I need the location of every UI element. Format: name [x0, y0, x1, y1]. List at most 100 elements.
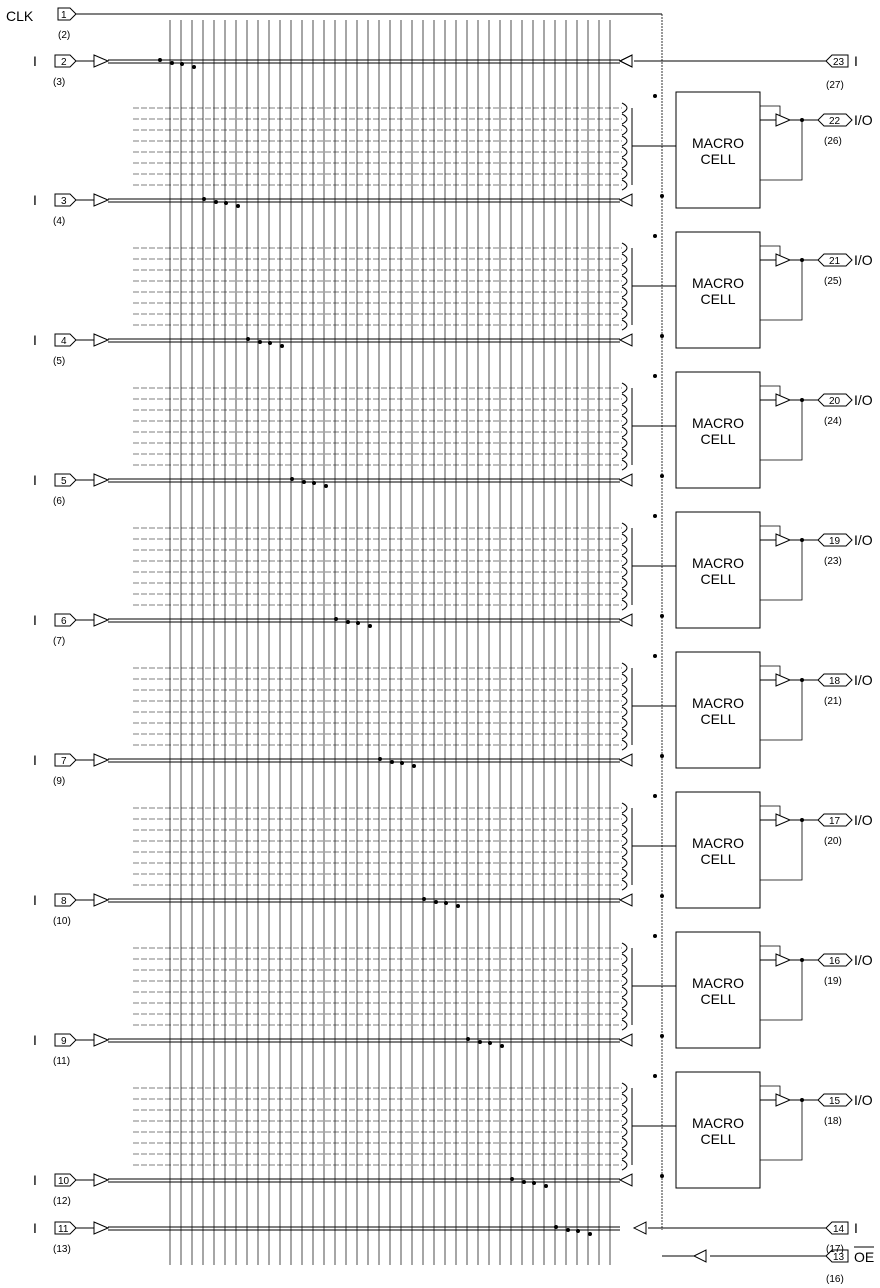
oe-wire [760, 245, 781, 256]
feedback-wire [760, 820, 803, 881]
or-input-icon [621, 522, 628, 534]
bus-dot [653, 514, 657, 518]
io-alt-pin: (20) [824, 836, 842, 847]
junction-dot [202, 197, 206, 201]
input-pin-box [54, 893, 77, 907]
input-label: I [33, 752, 37, 768]
bus-dot [660, 1034, 664, 1038]
macrocell-line1: MACRO [692, 275, 744, 291]
or-input-icon [621, 599, 628, 611]
oe-wire [760, 805, 781, 816]
bus-dot [653, 654, 657, 658]
bus-dot [653, 234, 657, 238]
output-buffer-icon [775, 813, 792, 827]
pin-number-23: 23 [833, 57, 845, 68]
or-input-icon [621, 157, 628, 169]
io-alt-pin: (26) [824, 136, 842, 147]
or-input-icon [621, 264, 628, 276]
output-buffer-icon [775, 113, 792, 127]
feedback-wire [760, 120, 803, 181]
bus-dot [660, 194, 664, 198]
or-input-icon [621, 242, 628, 254]
macrocell-line1: MACRO [692, 415, 744, 431]
bus-dot [653, 934, 657, 938]
or-input-icon [621, 1126, 628, 1138]
input-pin-box [54, 753, 77, 767]
bus-dot [653, 794, 657, 798]
junction-dot [510, 1177, 514, 1181]
pin-label-14: I [854, 1220, 858, 1236]
feedback-buffer-icon [618, 193, 633, 207]
or-input-icon [621, 588, 628, 600]
io-pin-number: 18 [829, 676, 841, 687]
or-input-icon [621, 297, 628, 309]
macrocell-box [675, 931, 761, 1049]
macrocell-line2: CELL [700, 991, 735, 1007]
or-input-icon [621, 544, 628, 556]
macrocell-line1: MACRO [692, 835, 744, 851]
or-input-icon [621, 168, 628, 180]
output-buffer-icon [775, 393, 792, 407]
input-pin-box [54, 193, 77, 207]
io-pin-label: I/O [854, 812, 873, 828]
oe-wire [760, 385, 781, 396]
or-input-icon [621, 846, 628, 858]
junction-dot [422, 897, 426, 901]
junction-dot [356, 621, 360, 625]
or-input-icon [621, 695, 628, 707]
buffer-14-icon [632, 1221, 647, 1235]
clock-label: CLK [6, 8, 34, 24]
pin-box-23 [825, 54, 849, 68]
junction-dot [224, 201, 228, 205]
or-input-icon [621, 404, 628, 416]
or-input-icon [621, 459, 628, 471]
io-alt-pin: (21) [824, 696, 842, 707]
or-input-icon [621, 1093, 628, 1105]
bus-dot [660, 334, 664, 338]
macrocell-line2: CELL [700, 151, 735, 167]
input-label: I [33, 332, 37, 348]
io-pin-label: I/O [854, 532, 873, 548]
io-pin-box [817, 393, 853, 407]
io-pin-number: 21 [829, 256, 841, 267]
macrocell-box [675, 651, 761, 769]
input-buffer-icon [93, 193, 110, 207]
input-buffer-icon [93, 893, 110, 907]
or-input-icon [621, 102, 628, 114]
input-pin-number: 9 [61, 1036, 67, 1047]
or-input-icon [621, 566, 628, 578]
input-label: I [33, 1032, 37, 1048]
io-pin-number: 22 [829, 116, 841, 127]
input-label: I [33, 892, 37, 908]
or-input-icon [621, 555, 628, 567]
input-alt-pin: (6) [53, 496, 65, 507]
bus-dot [660, 474, 664, 478]
input-alt-pin: (9) [53, 776, 65, 787]
macrocell-line2: CELL [700, 291, 735, 307]
input-label: I [33, 53, 37, 69]
feedback-buffer-icon [618, 54, 633, 68]
oe-wire [760, 665, 781, 676]
pin-number-14: 14 [833, 1224, 845, 1235]
io-pin-box [817, 113, 853, 127]
input-pin-number: 11 [58, 1224, 69, 1235]
junction-dot [544, 1184, 548, 1188]
or-input-icon [621, 684, 628, 696]
or-input-icon [621, 1159, 628, 1171]
io-alt-pin: (24) [824, 416, 842, 427]
bus-dot [653, 1074, 657, 1078]
junction-dot [268, 341, 272, 345]
bus-dot [660, 754, 664, 758]
junction-dot [246, 337, 250, 341]
or-input-icon [621, 1115, 628, 1127]
macrocell-box [675, 91, 761, 209]
junction-dot [334, 617, 338, 621]
output-buffer-icon [775, 953, 792, 967]
feedback-wire [760, 960, 803, 1021]
